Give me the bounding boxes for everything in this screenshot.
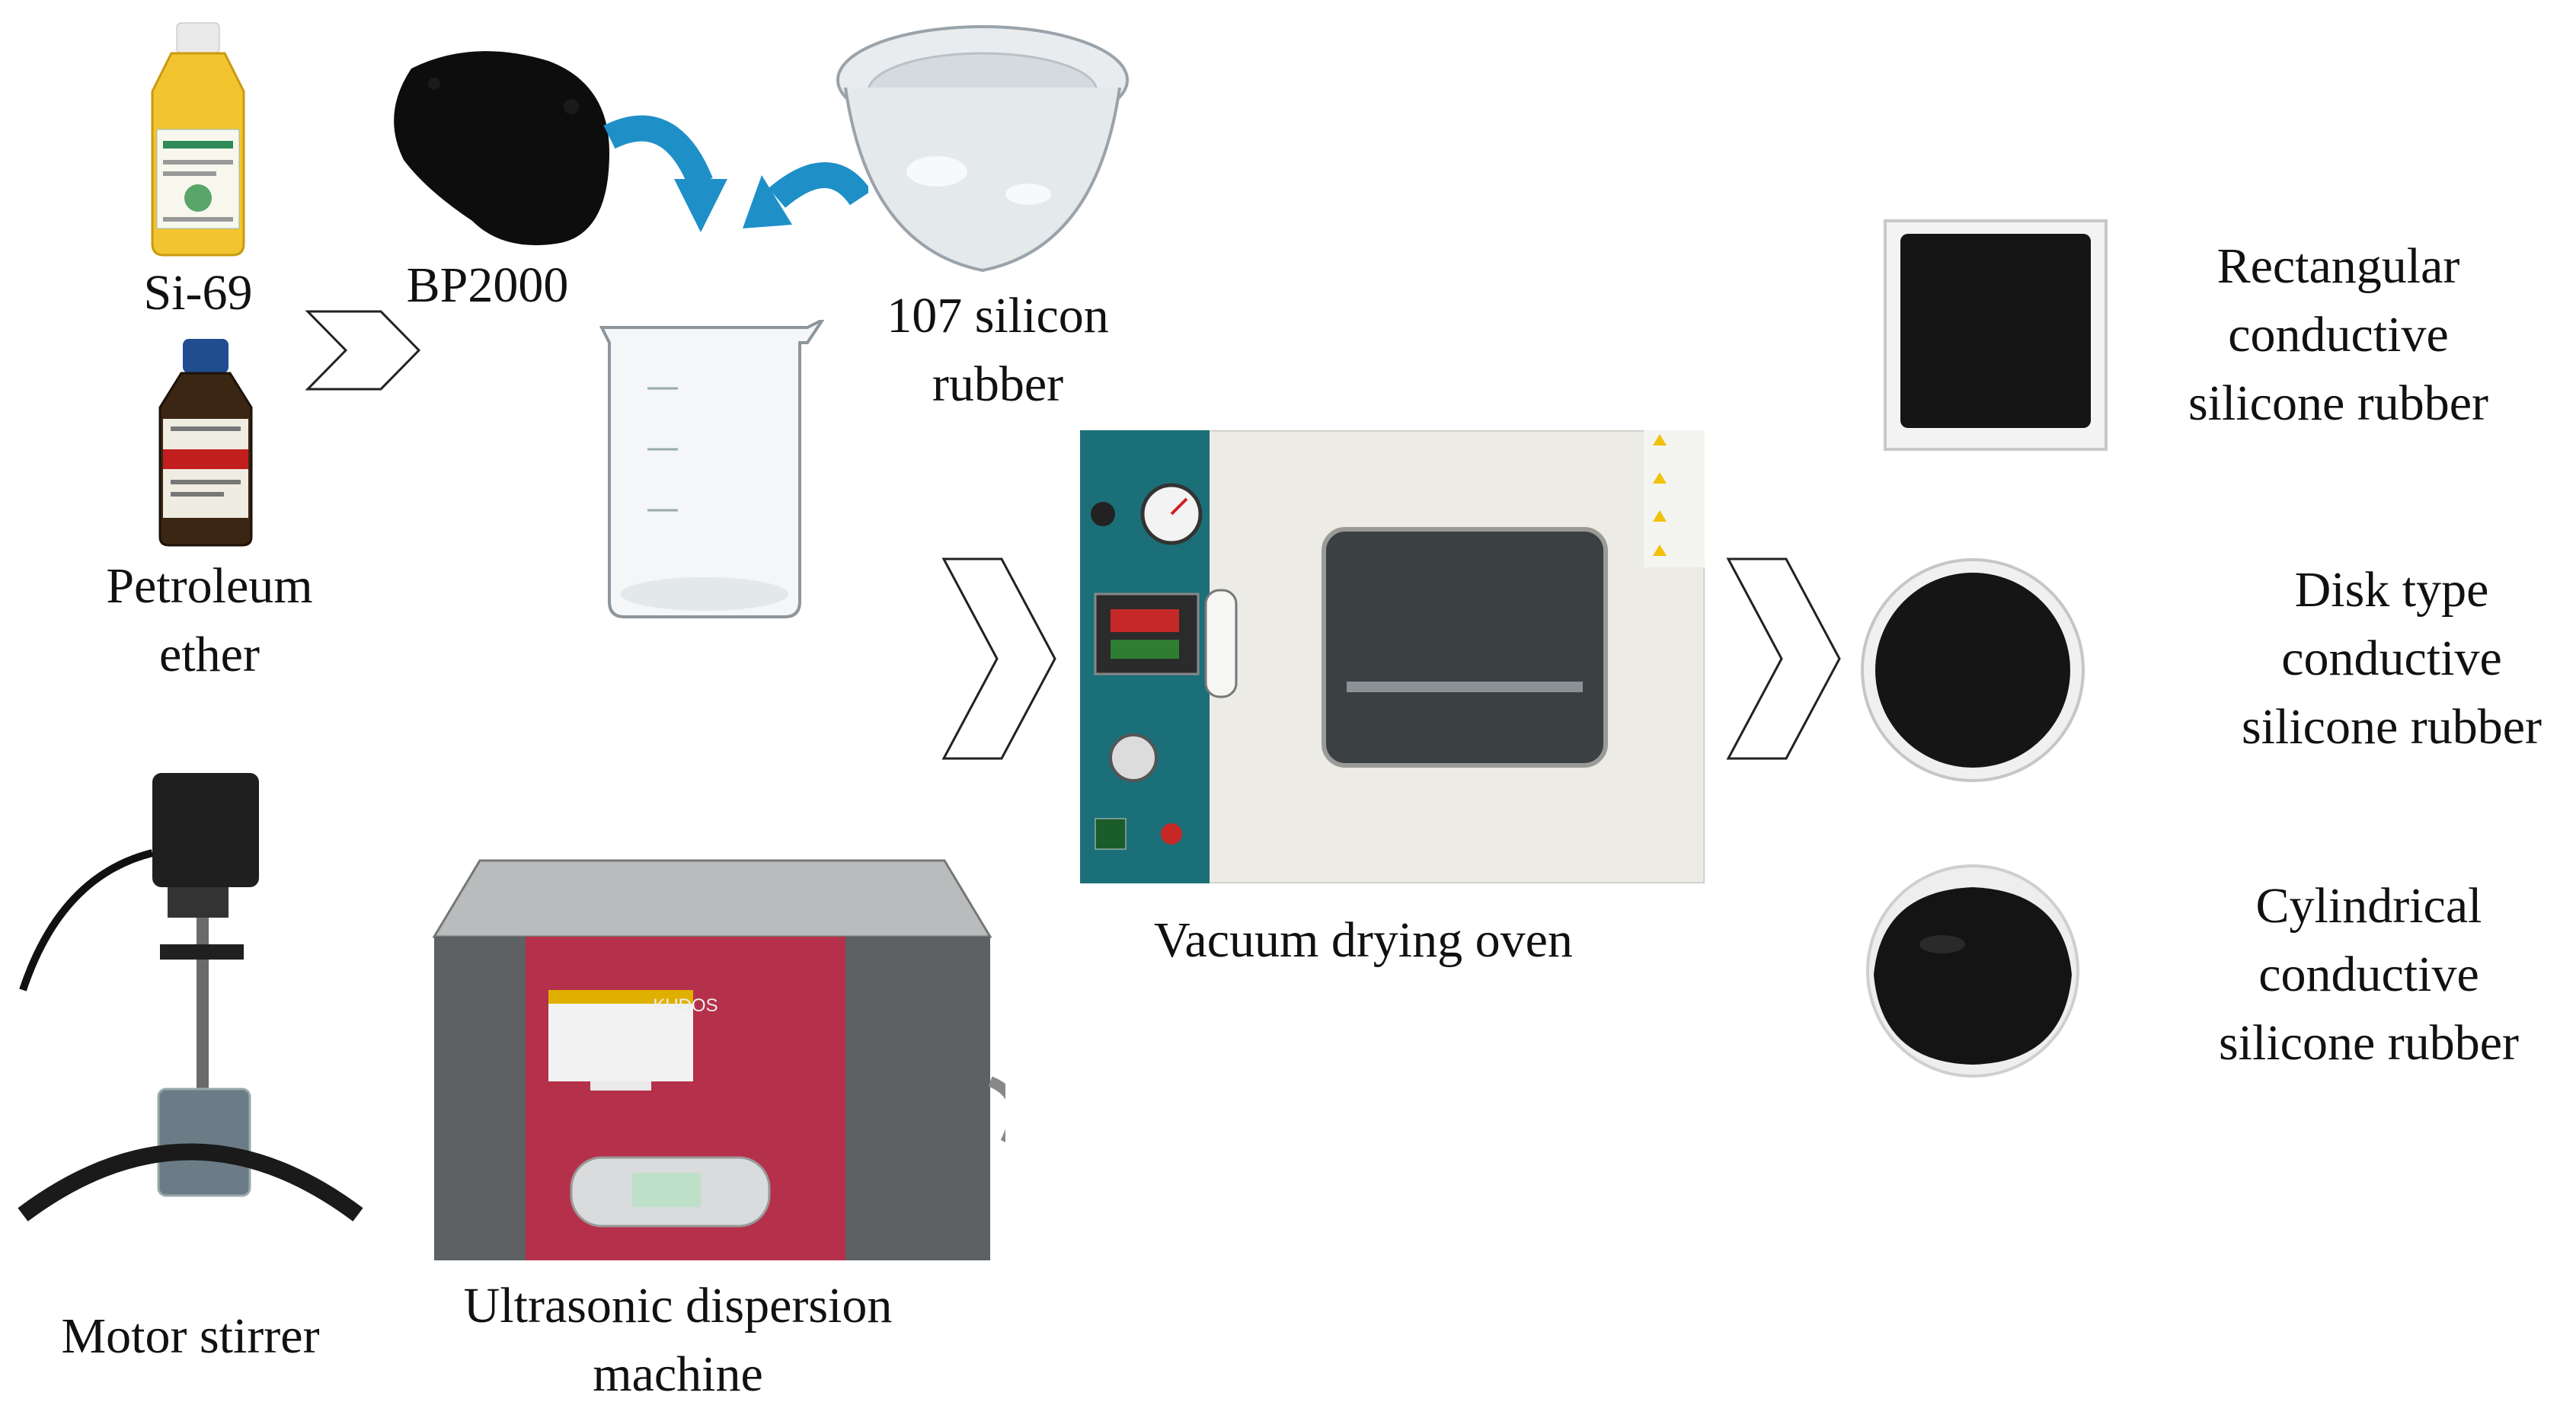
disk-label: Disk type conductive silicone rubber [2209, 556, 2574, 762]
motor-stirrer-label: Motor stirrer [61, 1308, 320, 1364]
beaker-image [579, 320, 830, 624]
rectangular-label-line2: conductive [2228, 307, 2449, 362]
si69-label: Si-69 [143, 265, 253, 321]
chevron-right-icon [941, 556, 1063, 762]
vacuum-drying-oven-image [1080, 430, 1705, 883]
silicon-rubber-label-line1: 107 silicon [887, 288, 1109, 343]
rectangular-label-line1: Rectangular [2216, 238, 2460, 294]
cylindrical-label-line2: conductive [2258, 947, 2479, 1002]
vacuum-oven-label: Vacuum drying oven [1154, 912, 1573, 968]
silicon-rubber-label-line2: rubber [932, 356, 1064, 412]
petroleum-ether-label-line2: ether [159, 627, 260, 682]
disk-label-line1: Disk type [2294, 562, 2489, 618]
cylindrical-sample-image [1858, 861, 2087, 1081]
motor-stirrer-image [15, 769, 366, 1226]
ultrasonic-label-line2: machine [593, 1346, 763, 1402]
petroleum-ether-bottle-image [145, 335, 267, 548]
silicon-rubber-bowl-image [823, 19, 1143, 286]
si69-bottle-image [129, 15, 267, 259]
ultrasonic-machine-image: KUDOS [427, 853, 1005, 1264]
cylindrical-label-line1: Cylindrical [2255, 878, 2482, 934]
disk-label-line3: silicone rubber [2241, 699, 2542, 755]
rectangular-label-line3: silicone rubber [2188, 375, 2489, 431]
ultrasonic-label: Ultrasonic dispersion machine [411, 1272, 944, 1409]
petroleum-ether-label-line1: Petroleum [106, 558, 313, 614]
ultrasonic-label-line1: Ultrasonic dispersion [463, 1278, 893, 1333]
petroleum-ether-label: Petroleum ether [76, 552, 343, 689]
cylindrical-label: Cylindrical conductive silicone rubber [2186, 872, 2552, 1078]
ultrasonic-brand-text: KUDOS [653, 995, 718, 1016]
bp2000-powder-image [381, 38, 625, 259]
curved-arrow-icon [602, 91, 739, 244]
chevron-right-icon [1725, 556, 1847, 762]
bp2000-label: BP2000 [406, 257, 569, 313]
disk-sample-image [1858, 556, 2087, 784]
chevron-right-icon [305, 308, 427, 392]
rectangular-sample-image [1881, 217, 2110, 453]
silicon-rubber-label: 107 silicon rubber [845, 282, 1150, 419]
cylindrical-label-line3: silicone rubber [2218, 1015, 2520, 1071]
curved-arrow-icon [731, 129, 868, 267]
rectangular-label: Rectangular conductive silicone rubber [2156, 232, 2521, 438]
disk-label-line2: conductive [2281, 631, 2502, 686]
